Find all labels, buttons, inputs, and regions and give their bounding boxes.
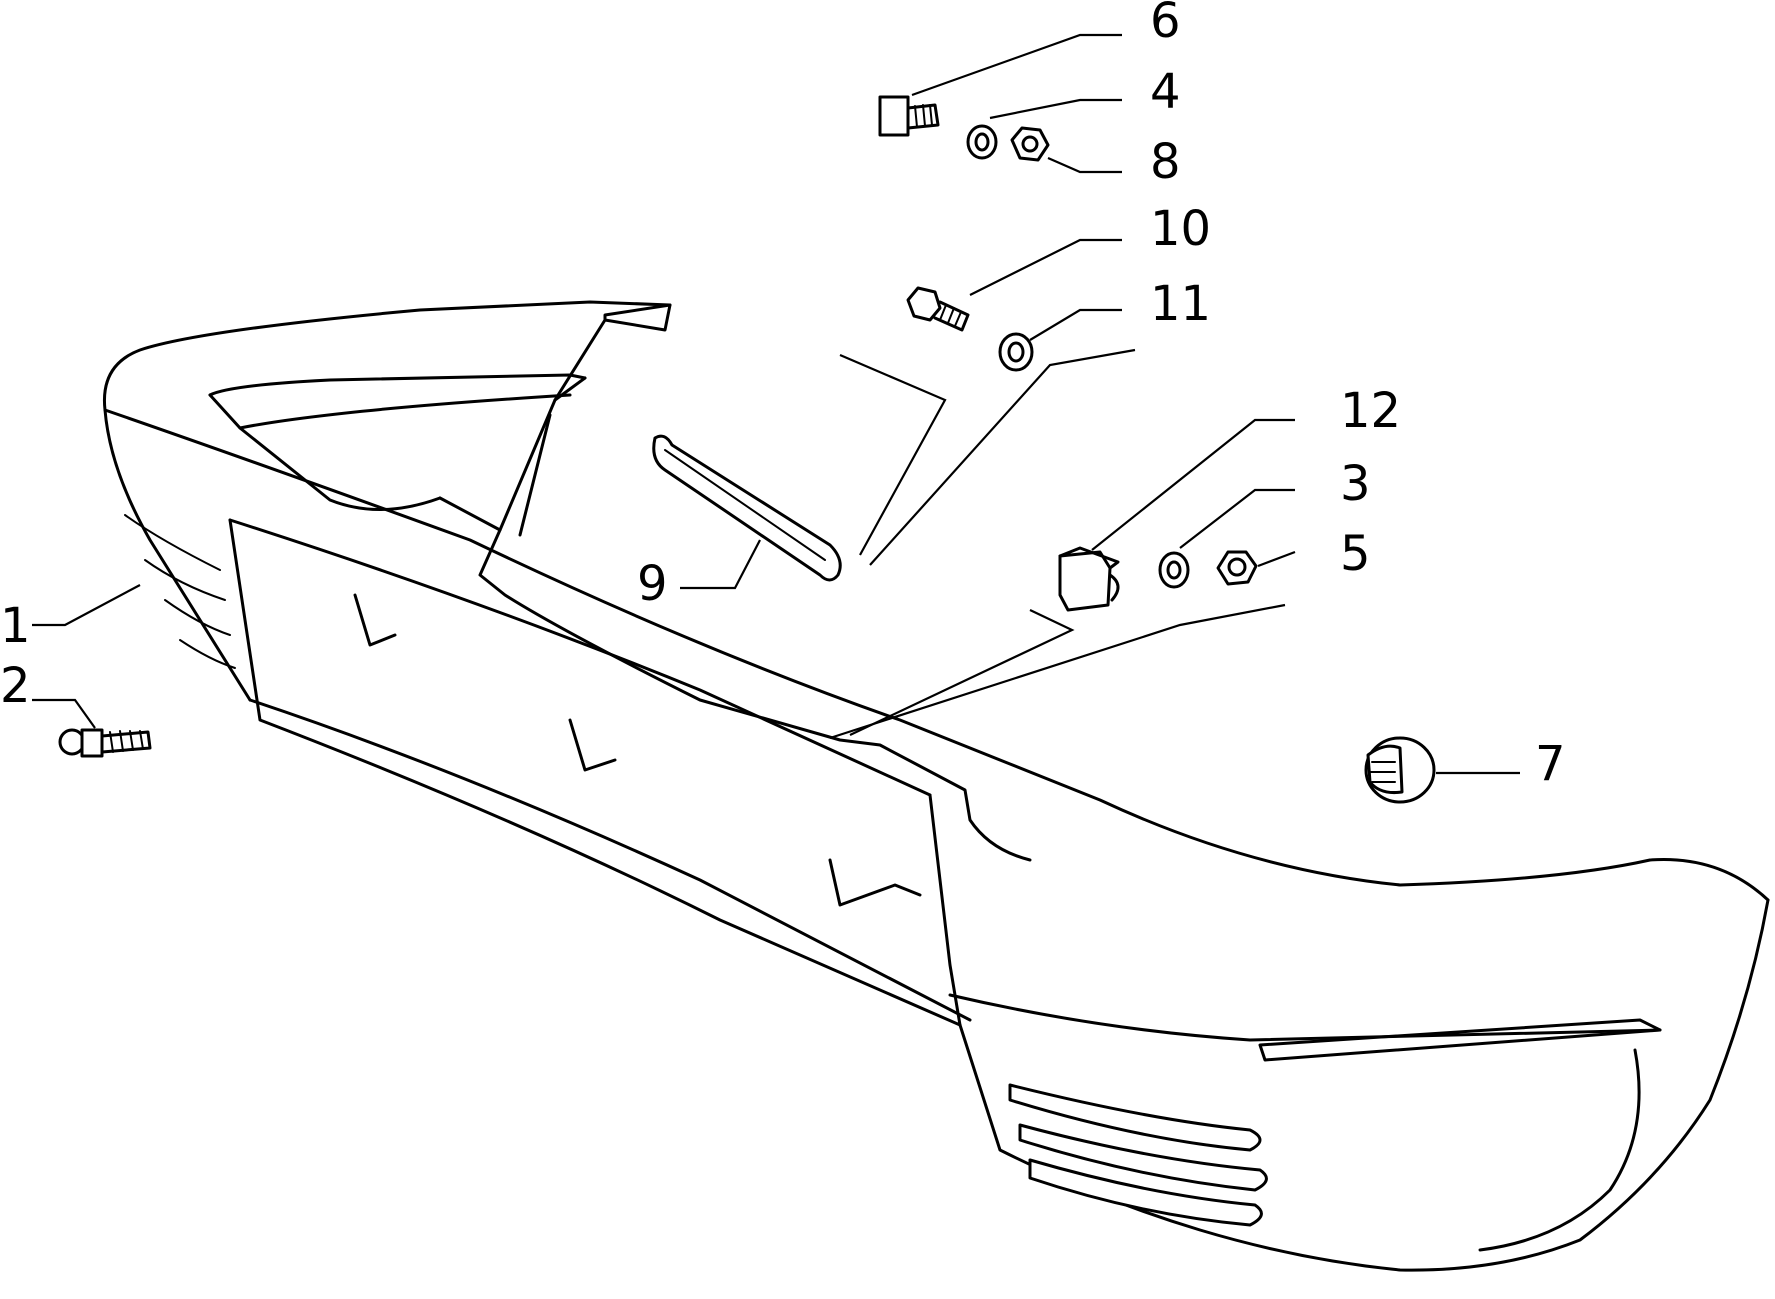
callout-11: 11 <box>1150 276 1211 332</box>
callout-labels: 1 2 3 4 5 6 7 8 9 10 11 12 <box>0 0 1566 792</box>
callout-9: 9 <box>637 556 668 612</box>
callout-5: 5 <box>1340 526 1371 582</box>
callout-8: 8 <box>1150 134 1181 190</box>
callout-6: 6 <box>1150 0 1181 49</box>
callout-12: 12 <box>1340 383 1401 439</box>
leader-lines <box>32 33 1520 775</box>
callout-2: 2 <box>0 658 31 714</box>
callout-1: 1 <box>0 598 31 654</box>
bumper-part <box>102 300 1770 1272</box>
grommet-part-7 <box>1364 736 1436 804</box>
nut-part-5 <box>1216 550 1258 586</box>
bolt-part-6 <box>878 95 940 137</box>
bracket-part-9 <box>652 434 842 582</box>
callout-3: 3 <box>1340 456 1371 512</box>
screw-part-2 <box>58 728 152 758</box>
callout-4: 4 <box>1150 64 1181 120</box>
washer-part-4 <box>966 124 998 160</box>
bolt-part-10 <box>906 286 970 332</box>
washer-part-11 <box>998 332 1034 372</box>
nut-part-8 <box>1010 126 1050 162</box>
washer-part-3 <box>1158 551 1190 589</box>
clip-part-12 <box>1058 546 1120 612</box>
callout-10: 10 <box>1150 201 1211 257</box>
callout-7: 7 <box>1535 736 1566 792</box>
